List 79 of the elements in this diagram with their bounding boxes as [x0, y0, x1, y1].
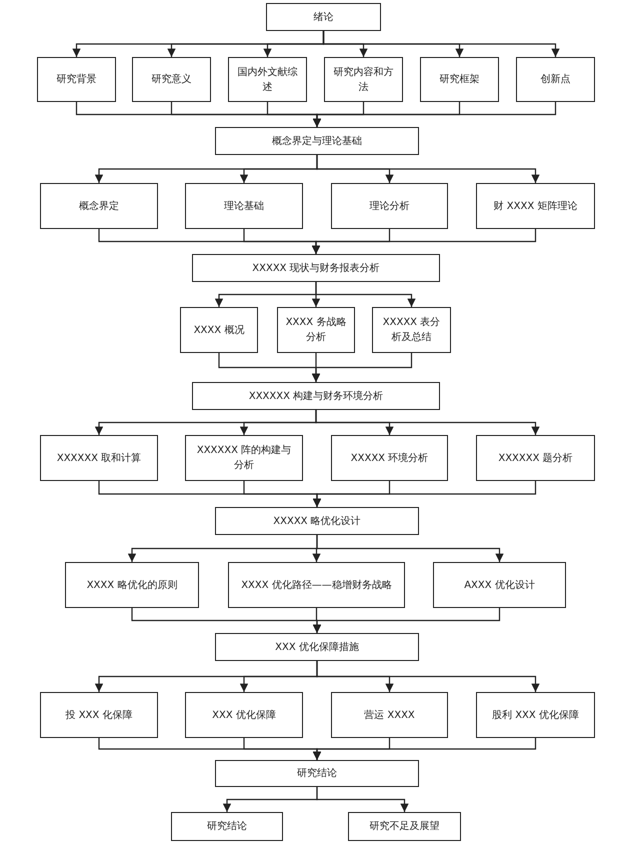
node-label: 概念界定 — [79, 200, 119, 214]
node-label: 研究背景 — [56, 72, 96, 87]
process-box — [40, 183, 158, 229]
process-box — [277, 307, 355, 353]
connector-arrow — [312, 608, 500, 633]
node-label: XXXXX 表分析及总结 — [382, 316, 442, 345]
process-box — [516, 57, 595, 102]
process-box — [476, 183, 595, 229]
process-box — [192, 382, 440, 410]
process-box — [228, 562, 405, 608]
process-box — [185, 183, 303, 229]
node-label: XXXXXX 阵的构建与分析 — [196, 444, 292, 473]
node-label: XXXX 优化路径——稳增财务战略 — [241, 578, 392, 592]
process-box — [40, 692, 158, 738]
process-box — [37, 57, 116, 102]
process-box — [348, 812, 461, 841]
process-box — [215, 633, 419, 661]
node-label: 研究结论 — [297, 766, 337, 781]
node-label: 理论分析 — [370, 200, 410, 214]
node-label: XXX 优化保障措施 — [275, 640, 359, 654]
process-box — [215, 507, 419, 535]
connector-arrow — [315, 282, 416, 307]
node-label: 研究框架 — [440, 72, 480, 87]
connector-arrow — [312, 229, 536, 254]
node-label: 研究内容和方法 — [332, 66, 394, 94]
connector-arrow — [312, 738, 536, 760]
node-label: XXXX 略优化的原则 — [86, 578, 178, 592]
process-box — [185, 692, 303, 738]
process-box — [215, 760, 419, 787]
node-label: 研究意义 — [152, 72, 192, 87]
connector-arrow — [322, 31, 560, 57]
process-box — [324, 57, 403, 102]
node-label: 营运 XXXX — [364, 708, 415, 722]
node-label: 概念界定与理论基础 — [272, 134, 362, 148]
process-box — [331, 692, 448, 738]
connector-arrow — [312, 102, 556, 127]
node-label: 股利 XXX 优化保障 — [492, 708, 579, 722]
node-label: 研究结论 — [207, 820, 247, 834]
process-box — [372, 307, 451, 353]
process-box — [476, 435, 595, 481]
connector-arrow — [315, 410, 540, 435]
node-label: XXXXX 现状与财务报表分析 — [252, 262, 380, 276]
process-box — [433, 562, 566, 608]
process-box — [192, 254, 440, 282]
node-label: 财 XXXX 矩阵理论 — [494, 200, 578, 214]
node-label: 投 XXX 化保障 — [66, 708, 132, 722]
process-box — [132, 57, 211, 102]
node-label: XXX 优化保障 — [212, 708, 276, 722]
connector-arrow — [312, 481, 536, 507]
connector-arrow — [316, 535, 504, 562]
node-label: XXXXXX 取和计算 — [56, 452, 142, 466]
node-label: XXXX 概况 — [194, 324, 244, 338]
connector-arrow — [316, 661, 540, 692]
process-box — [171, 812, 283, 841]
connector-arrow — [316, 155, 540, 183]
node-label: XXXXX 略优化设计 — [273, 514, 361, 528]
process-box — [180, 307, 258, 353]
node-label: 创新点 — [540, 72, 570, 87]
node-label: AXXX 优化设计 — [464, 578, 535, 592]
process-box — [266, 3, 381, 31]
node-label: XXXXXX 构建与财务环境分析 — [248, 390, 384, 404]
connector-arrow — [312, 353, 412, 382]
process-box — [476, 692, 595, 738]
node-label: 理论基础 — [224, 200, 264, 214]
process-box — [185, 435, 303, 481]
node-label: 研究不足及展望 — [370, 820, 440, 834]
node-label: XXXX 务战略分析 — [284, 316, 348, 345]
process-box — [331, 435, 448, 481]
node-label: XXXXXX 题分析 — [498, 452, 573, 466]
node-label: XXXXX 环境分析 — [350, 452, 428, 466]
process-box — [65, 562, 199, 608]
node-label: 国内外文献综述 — [236, 66, 298, 94]
process-box — [331, 183, 448, 229]
process-box — [215, 127, 419, 155]
node-label: 绪论 — [314, 10, 334, 24]
connector-arrow — [316, 787, 409, 812]
process-box — [40, 435, 158, 481]
process-box — [420, 57, 499, 102]
process-box — [228, 57, 307, 102]
